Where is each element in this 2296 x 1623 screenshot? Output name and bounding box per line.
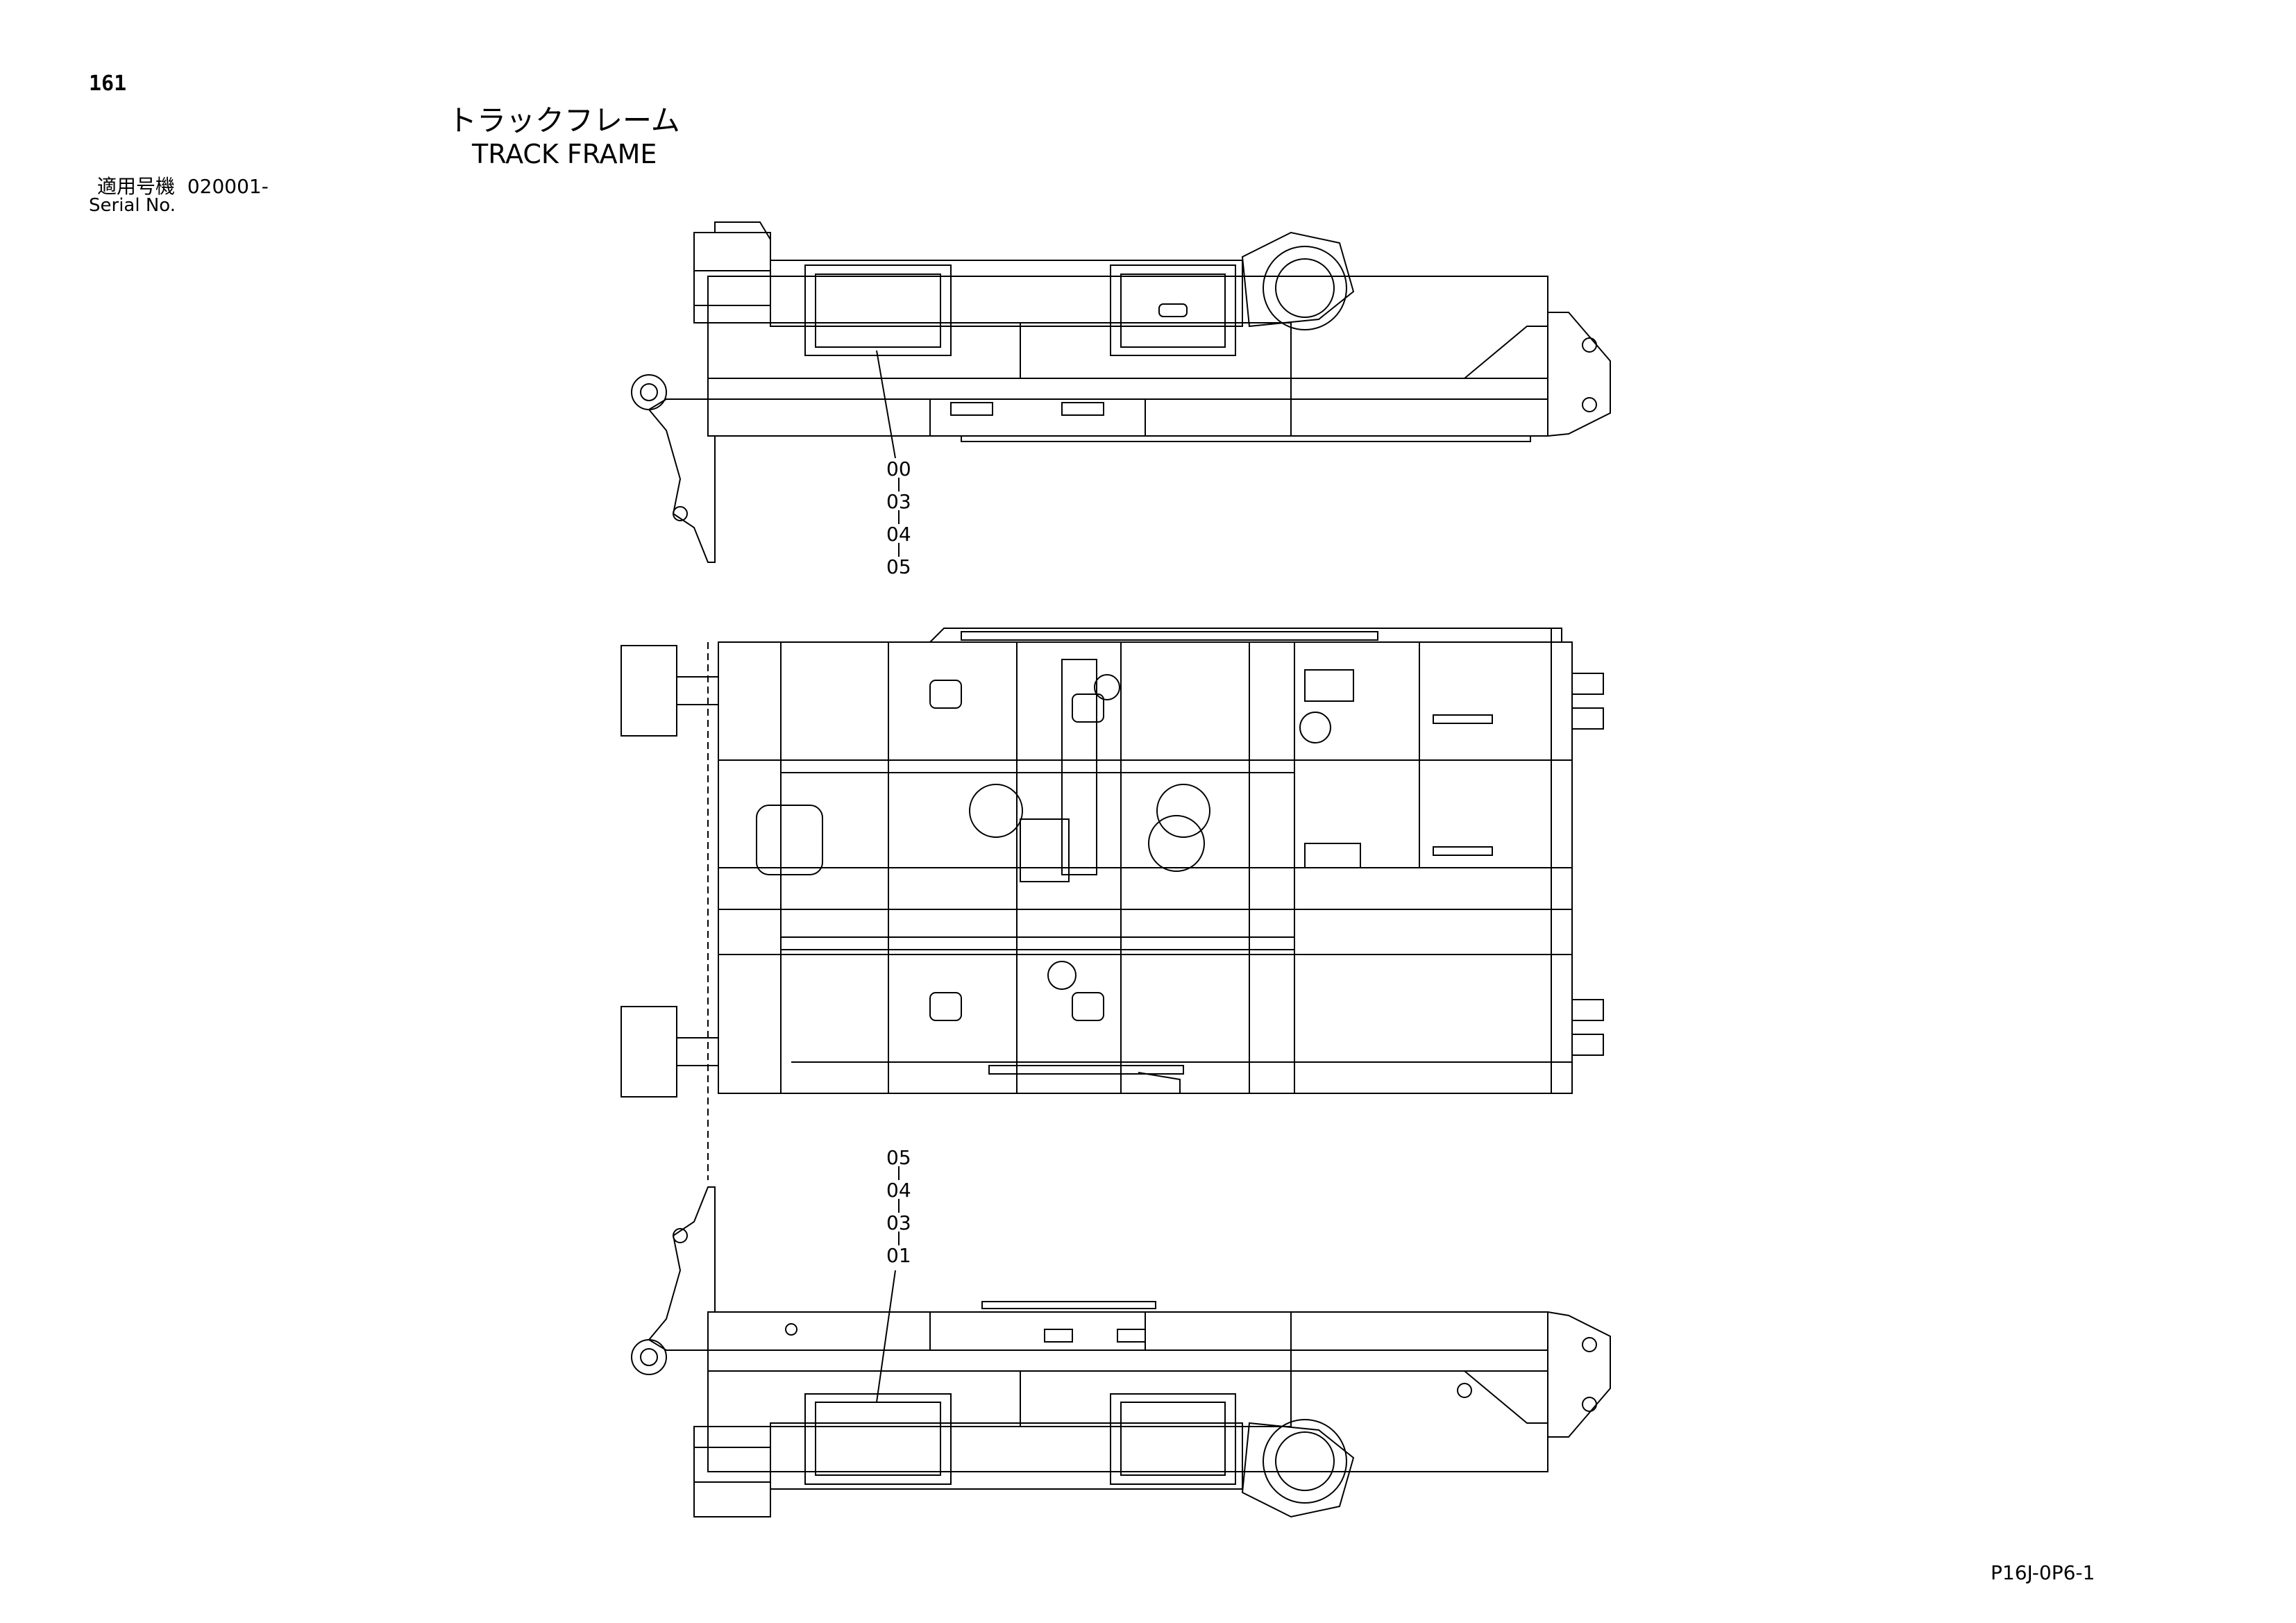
top-callout-3: 04 [886,523,911,546]
title-japanese: トラックフレーム [448,103,680,137]
top-callout-leader [876,350,896,459]
top-callout-numbers: 00 03 04 05 [886,457,911,578]
bottom-callout-numbers: 05 04 03 01 [886,1146,911,1267]
serial-line: 適用号機 020001- [97,177,269,196]
plan-view-frame [621,628,1604,1180]
bottom-callout-2: 04 [886,1179,911,1202]
bottom-callout-1: 05 [886,1146,911,1169]
page-number: 161 [89,72,127,96]
bottom-callout-4: 01 [886,1244,911,1267]
serial-label-english: Serial No. [89,195,176,216]
bottom-callout-leader [876,1270,896,1403]
top-callout-4: 05 [886,555,911,578]
bottom-callout-3: 03 [886,1211,911,1234]
title-english: TRACK FRAME [472,139,657,169]
bottom-side-frame-view [631,1186,1611,1518]
top-callout-1: 00 [886,457,911,480]
serial-label-japanese: 適用号機 [97,175,176,198]
top-callout-2: 03 [886,490,911,513]
document-code: P16J-0P6-1 [1991,1561,2095,1584]
top-side-frame-view [631,221,1611,563]
serial-value: 020001- [187,175,269,198]
